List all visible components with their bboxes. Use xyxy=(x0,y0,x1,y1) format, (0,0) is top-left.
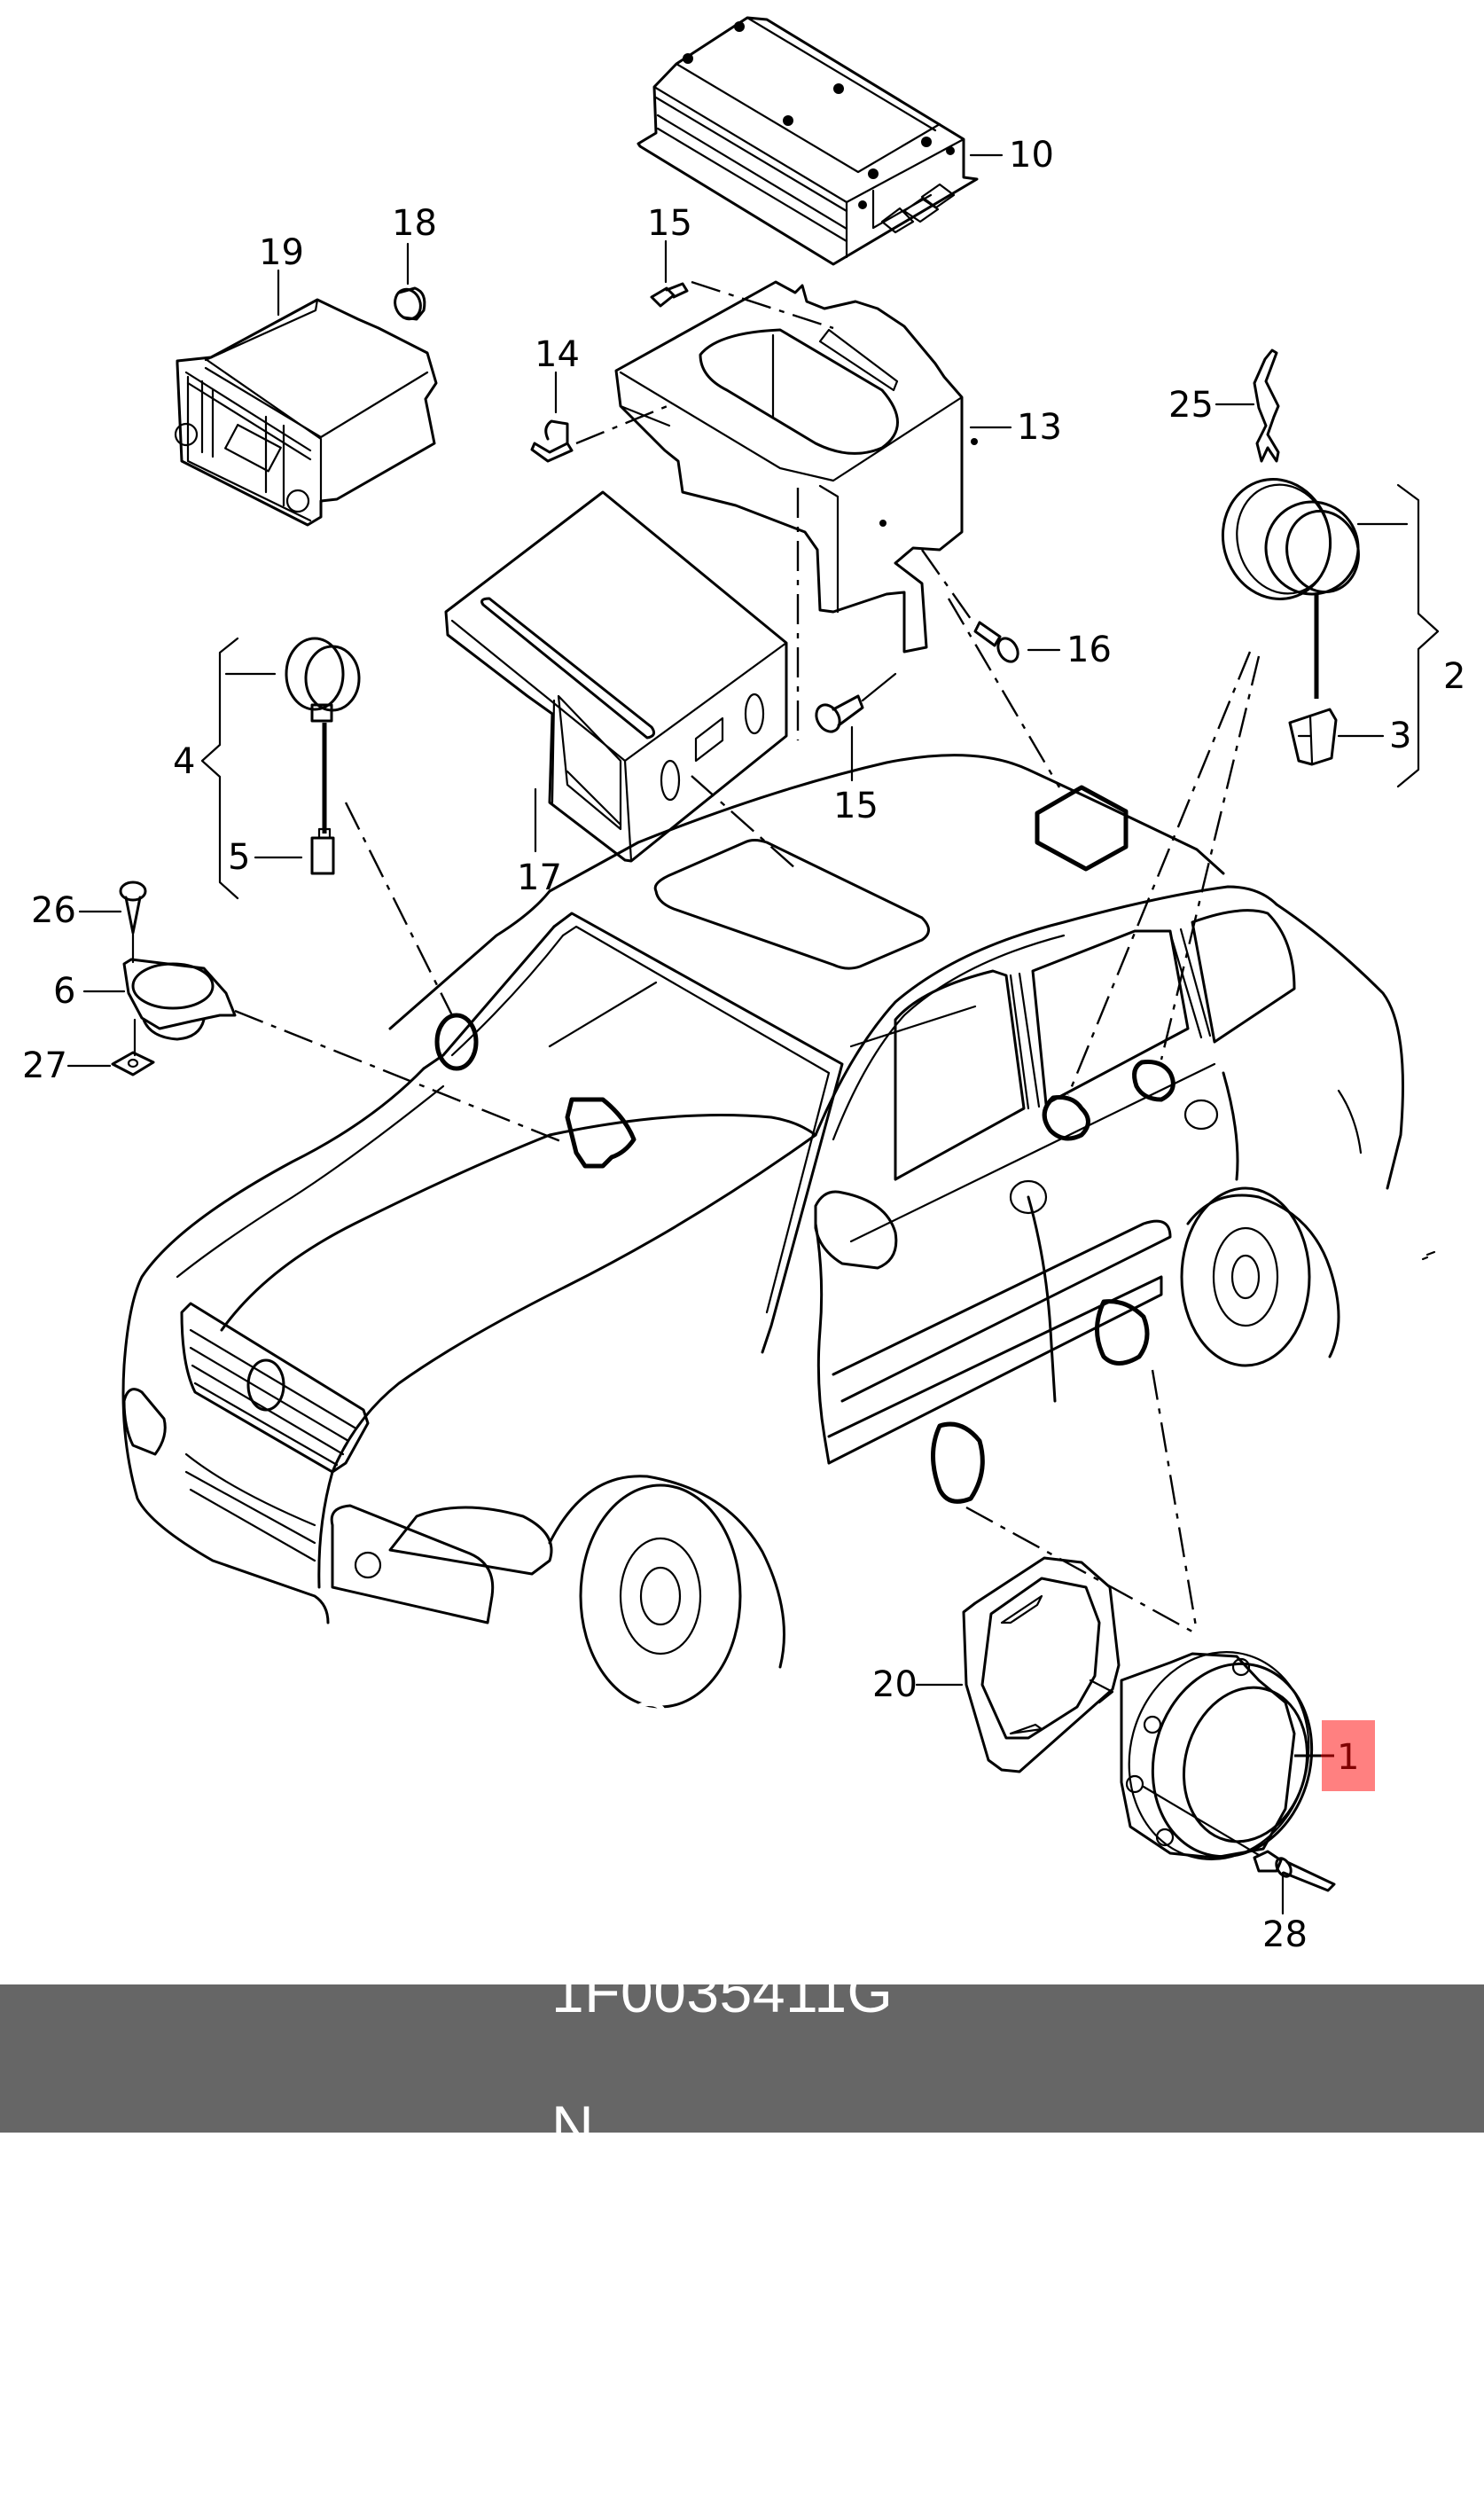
location-center-speaker xyxy=(565,1097,637,1169)
assembly-line xyxy=(234,1009,568,1146)
tweeter-part-2[interactable] xyxy=(1209,467,1368,699)
callout-3[interactable]: 3 xyxy=(1389,716,1411,756)
assembly-line xyxy=(861,672,897,702)
part-reference: VAG - 1F0035411G N - 1 xyxy=(485,1621,894,2497)
callout-10[interactable]: 10 xyxy=(1009,135,1054,176)
radio-unit-part-19[interactable] xyxy=(174,298,438,527)
callout-2[interactable]: 2 xyxy=(1443,656,1465,697)
assembly-line xyxy=(1142,1785,1261,1857)
connector-part-5[interactable] xyxy=(310,827,335,875)
clip-part-13[interactable] xyxy=(530,419,574,463)
position-number: 1 xyxy=(551,2362,585,2429)
location-door-tweeter-rear xyxy=(1132,1060,1175,1102)
terminal-part-28[interactable] xyxy=(1253,1850,1336,1892)
spring-clip-part-25[interactable] xyxy=(1253,348,1280,463)
callout-14[interactable]: 15 xyxy=(647,203,692,244)
location-door-speaker-front xyxy=(931,1421,985,1504)
callout-17[interactable]: 18 xyxy=(392,203,437,244)
bolt-part-26[interactable] xyxy=(119,881,147,935)
screw-part-16[interactable] xyxy=(973,621,1022,665)
assembly-line xyxy=(691,775,797,870)
door-speaker-part-1[interactable] xyxy=(1106,1632,1333,1880)
group-brace-4 xyxy=(200,637,239,900)
mounting-bracket-part-12[interactable] xyxy=(614,280,978,654)
brand-name: VAG xyxy=(551,1688,672,1755)
callout-19[interactable]: 19 xyxy=(259,232,304,273)
callout-6[interactable]: 6 xyxy=(53,971,75,1012)
callout-12[interactable]: 13 xyxy=(1017,407,1062,448)
assembly-line xyxy=(691,280,834,330)
position-prefix: N xyxy=(551,2093,595,2159)
callout-16[interactable]: 16 xyxy=(1066,630,1112,670)
footer-bar: VAG - 1F0035411G N - 1 xyxy=(0,1689,1484,2429)
callout-25[interactable]: 25 xyxy=(1168,385,1214,426)
nut-part-27[interactable] xyxy=(111,1051,155,1076)
stray-mark xyxy=(1421,1250,1436,1261)
location-tweeter-front xyxy=(434,1013,479,1071)
cd-changer-part-18[interactable] xyxy=(444,490,788,863)
screw-part-15[interactable] xyxy=(812,694,864,736)
callout-27[interactable]: 27 xyxy=(22,1045,67,1086)
speaker-locations xyxy=(434,785,1175,1504)
cap-part-17[interactable] xyxy=(391,286,426,323)
callout-18[interactable]: 17 xyxy=(517,857,562,898)
parts-diagram: 10 19 18 14 15 xyxy=(22,16,1465,1955)
center-speaker-part-6[interactable] xyxy=(122,958,237,1041)
assembly-lines xyxy=(344,598,1261,1633)
position-separator: - xyxy=(551,2227,572,2294)
part-number: 1F0035411G xyxy=(551,1958,894,2024)
brand-separator: - xyxy=(551,1823,572,1890)
amplifier-part-10[interactable] xyxy=(637,16,979,266)
callout-1[interactable]: 1 xyxy=(1337,1737,1359,1778)
callout-28[interactable]: 28 xyxy=(1262,1914,1308,1955)
callout-4[interactable]: 4 xyxy=(173,741,195,782)
callout-15[interactable]: 15 xyxy=(833,786,879,826)
location-door-tweeter-front xyxy=(1042,1095,1090,1141)
callout-5[interactable]: 5 xyxy=(228,837,250,878)
vehicle-outline xyxy=(121,754,1404,1709)
location-amplifier xyxy=(1035,785,1129,872)
connector-part-3[interactable] xyxy=(1288,708,1338,766)
callout-26[interactable]: 26 xyxy=(31,890,76,931)
location-door-speaker-rear xyxy=(1095,1299,1150,1366)
group-brace-2 xyxy=(1396,483,1440,788)
assembly-line xyxy=(575,402,675,445)
tweeter-part-4[interactable] xyxy=(285,637,361,834)
callout-20[interactable]: 20 xyxy=(872,1664,918,1705)
callout-13[interactable]: 14 xyxy=(535,334,580,375)
adapter-ring-part-20[interactable] xyxy=(962,1556,1121,1773)
assembly-line xyxy=(921,549,976,626)
bolt-part-14[interactable] xyxy=(650,282,689,308)
